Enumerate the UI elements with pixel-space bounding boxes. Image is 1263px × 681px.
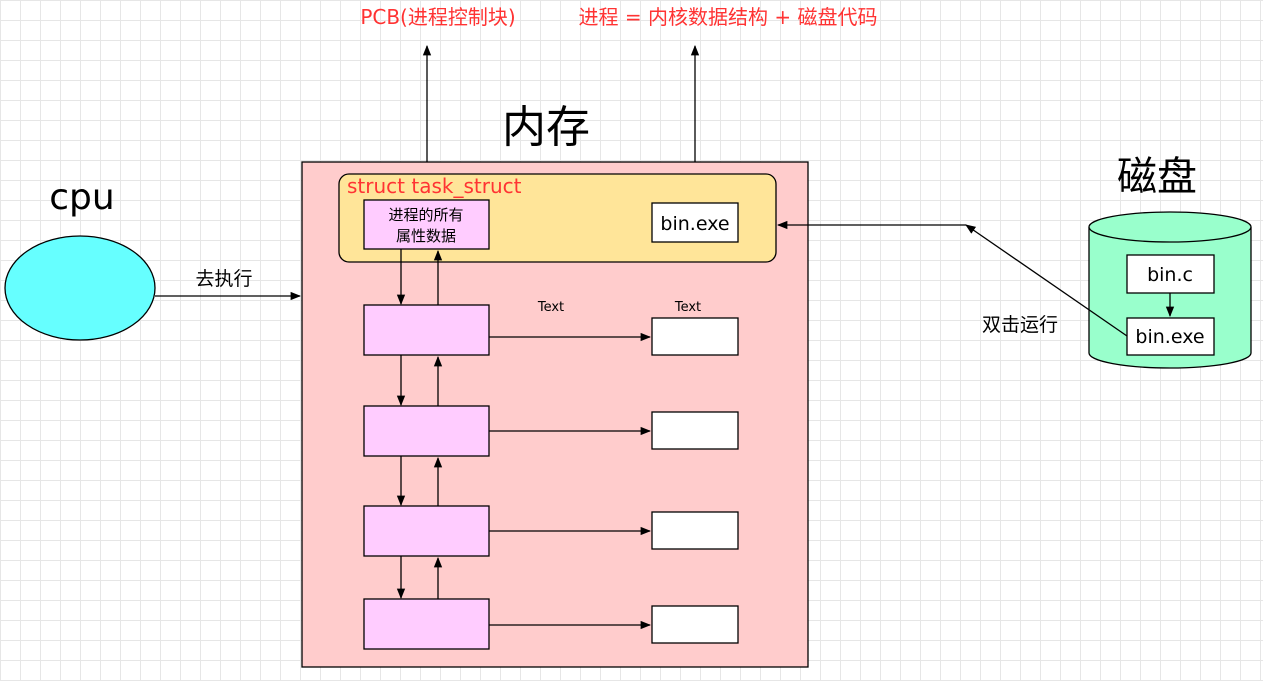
disk-edge-label: 双击运行 [982, 314, 1058, 336]
disk-exe-file-label: bin.exe [1135, 326, 1204, 348]
cpu-ellipse[interactable] [4, 235, 156, 341]
disk-exe-file[interactable] [1126, 317, 1215, 356]
disk-title: 磁盘 [1117, 154, 1197, 200]
pcb-list-node[interactable] [363, 405, 490, 457]
process-formula-annotation: 进程 = 内核数据结构 + 磁盘代码 [579, 5, 878, 29]
task-struct-label: struct task_struct [347, 174, 522, 198]
pcb-head-node[interactable] [363, 199, 490, 250]
pcb-list-node[interactable] [363, 598, 490, 650]
process-code-box[interactable] [651, 317, 739, 356]
disk-exe-to-junction-arrow [965, 224, 1128, 337]
pcb-head-node-line2: 属性数据 [396, 227, 456, 245]
disk-cylinder-top [1088, 211, 1252, 243]
pcb-head-node-line1: 进程的所有 [388, 206, 463, 224]
list-label-right: Text [674, 300, 701, 315]
process-code-box[interactable] [651, 411, 739, 450]
pcb-list-node[interactable] [363, 304, 490, 356]
pcb-annotation: PCB(进程控制块) [360, 5, 515, 29]
memory-title: 内存 [502, 102, 590, 153]
memory-code-label: bin.exe [660, 213, 729, 235]
process-code-box[interactable] [651, 511, 739, 550]
disk-source-file-label: bin.c [1147, 264, 1193, 286]
list-label-left: Text [537, 300, 564, 315]
pcb-list-node[interactable] [363, 505, 490, 557]
process-code-box[interactable] [651, 605, 739, 644]
cpu-edge-label: 去执行 [195, 268, 252, 290]
cpu-title: cpu [49, 177, 114, 218]
memory-code-box[interactable] [651, 202, 739, 243]
